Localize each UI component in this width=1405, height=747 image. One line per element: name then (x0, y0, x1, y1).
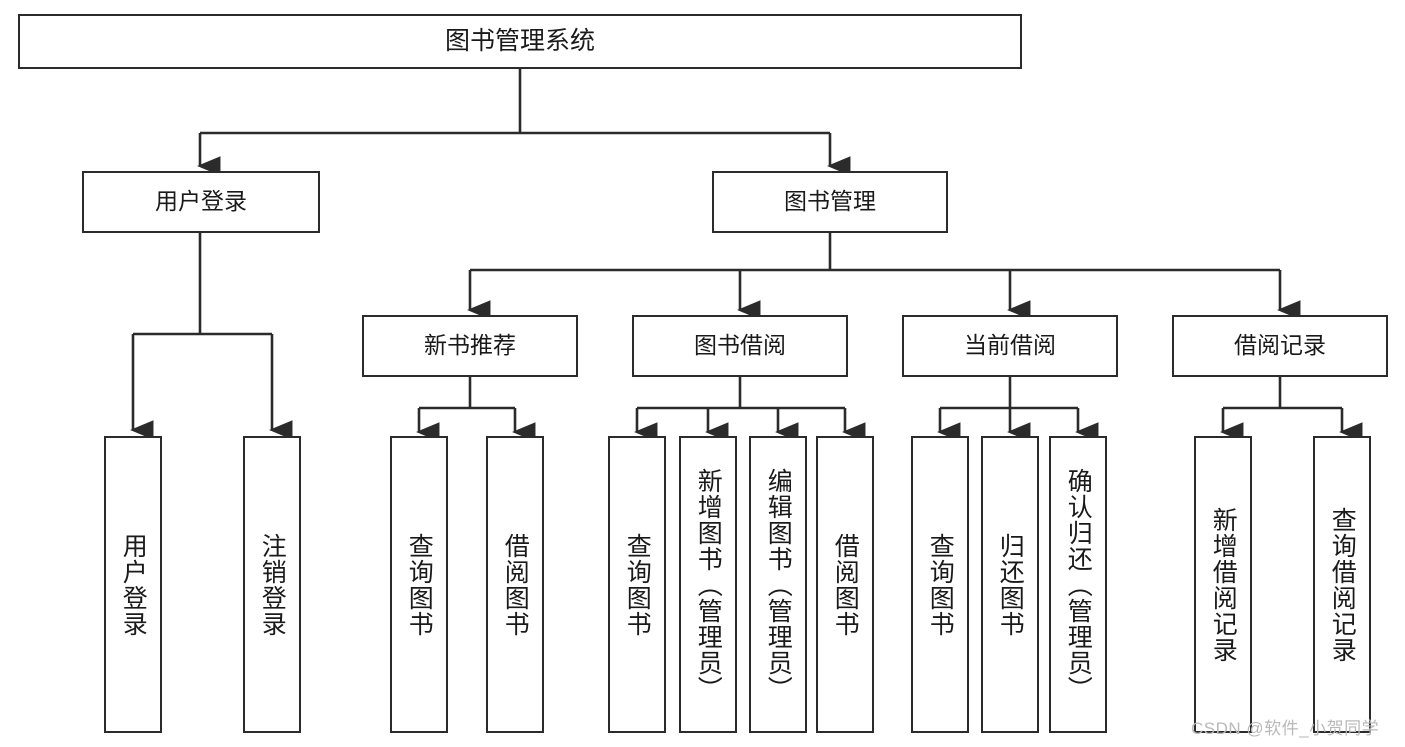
node-label: 新书推荐 (424, 332, 516, 359)
node-label: 查询图书 (926, 532, 955, 637)
node-user-login[interactable]: 用户登录 (82, 171, 320, 233)
leaf-borrow-lend-book[interactable]: 借阅图书 (816, 436, 874, 733)
node-label: 查询图书 (405, 532, 434, 637)
node-label: 图书借阅 (694, 332, 786, 359)
leaf-user-logout[interactable]: 注销登录 (243, 436, 301, 733)
node-label: 用户登录 (155, 188, 247, 215)
leaf-user-login[interactable]: 用户登录 (104, 436, 162, 733)
leaf-current-return-book[interactable]: 归还图书 (981, 436, 1039, 733)
leaf-record-query[interactable]: 查询借阅记录 (1313, 436, 1371, 733)
leaf-borrow-edit-book[interactable]: 编辑图书（管理员） (749, 436, 807, 733)
node-current-borrow[interactable]: 当前借阅 (902, 315, 1118, 377)
leaf-record-add[interactable]: 新增借阅记录 (1194, 436, 1252, 733)
node-root-system[interactable]: 图书管理系统 (18, 14, 1022, 69)
leaf-borrow-query-book[interactable]: 查询图书 (608, 436, 666, 733)
leaf-new-book-query[interactable]: 查询图书 (390, 436, 448, 733)
node-label: 当前借阅 (964, 332, 1056, 359)
node-label: 借阅图书 (831, 532, 860, 637)
node-label: 归还图书 (996, 532, 1025, 637)
node-book-borrow[interactable]: 图书借阅 (632, 315, 848, 377)
node-label: 用户登录 (119, 532, 148, 637)
node-label: 查询图书 (623, 532, 652, 637)
node-label: 图书管理系统 (444, 26, 595, 55)
node-label: 查询借阅记录 (1328, 506, 1357, 663)
node-label: 借阅记录 (1234, 332, 1326, 359)
node-borrow-record[interactable]: 借阅记录 (1172, 315, 1388, 377)
node-label: 新增图书（管理员） (694, 467, 723, 702)
leaf-borrow-add-book[interactable]: 新增图书（管理员） (679, 436, 737, 733)
node-label: 借阅图书 (501, 532, 530, 637)
node-book-management[interactable]: 图书管理 (712, 171, 948, 233)
leaf-new-book-borrow[interactable]: 借阅图书 (486, 436, 544, 733)
watermark: CSDN @软件_小贺同学 (1191, 719, 1380, 738)
node-new-book-recommend[interactable]: 新书推荐 (362, 315, 578, 377)
node-label: 编辑图书（管理员） (764, 467, 793, 702)
node-label: 注销登录 (258, 532, 287, 637)
node-label: 新增借阅记录 (1209, 506, 1238, 663)
leaf-current-query-book[interactable]: 查询图书 (911, 436, 969, 733)
node-label: 图书管理 (784, 188, 876, 215)
node-label: 确认归还（管理员） (1064, 467, 1093, 702)
leaf-current-confirm-return[interactable]: 确认归还（管理员） (1049, 436, 1107, 733)
